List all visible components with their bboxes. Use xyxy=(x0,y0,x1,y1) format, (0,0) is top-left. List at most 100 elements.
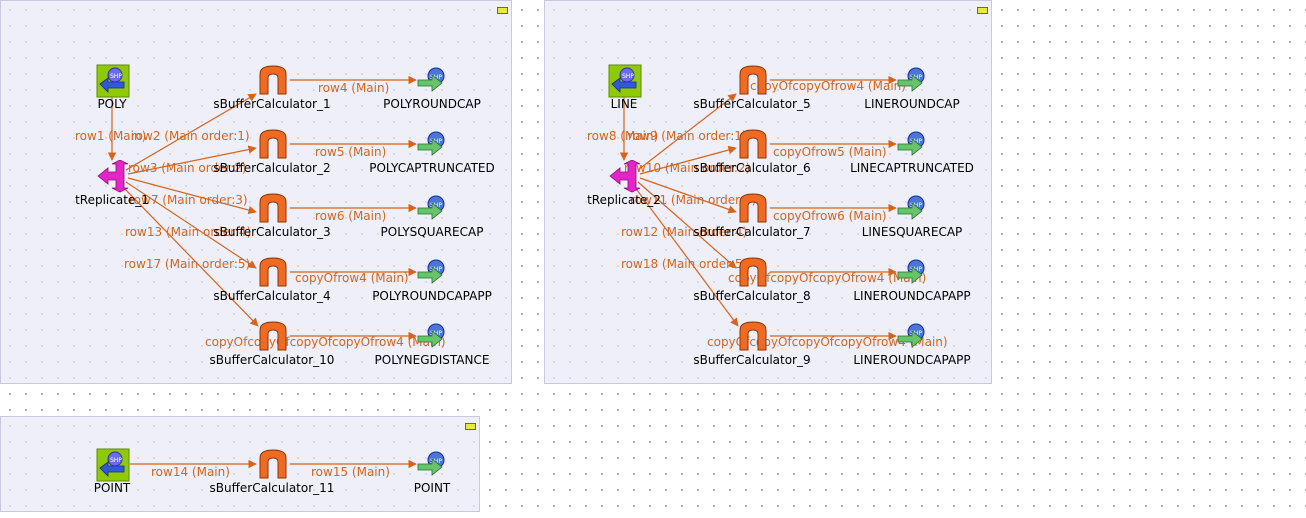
svg-text:SHP: SHP xyxy=(910,266,922,273)
shapefile-output-linecaptruncated[interactable]: SHP xyxy=(896,128,936,168)
buffer-calculator-icon xyxy=(259,449,287,479)
svg-text:SHP: SHP xyxy=(910,74,922,81)
link-row10[interactable] xyxy=(639,145,737,175)
buffer-calculator-icon xyxy=(259,129,287,159)
link-label-copyofcopyofcopyofrow4: copyOfcopyOfcopyOfrow4 (Main) xyxy=(728,271,926,285)
component-label: POLYNEGDISTANCE xyxy=(374,353,490,367)
component-label: sBufferCalculator_2 xyxy=(213,161,331,175)
subjob-line[interactable] xyxy=(544,0,992,384)
link-label-row12: row12 (Main order:4) xyxy=(621,225,747,239)
svg-text:SHP: SHP xyxy=(622,73,634,80)
link-label-deepcopy-row4: copyOfcopyOfcopyOfcopyOfrow4 (Main) xyxy=(205,335,446,349)
link-row7[interactable] xyxy=(127,177,257,215)
replicate-icon xyxy=(609,159,641,193)
component-label: POINT xyxy=(413,481,451,495)
replicate-1[interactable] xyxy=(96,159,136,200)
replicate-2[interactable] xyxy=(608,159,648,200)
shapefile-output-polynegdistance[interactable]: SHP xyxy=(416,320,456,360)
buffer-calculator-7[interactable] xyxy=(736,192,776,232)
link-label-copyofcopyofrow4: copyOfcopyOfrow4 (Main) xyxy=(750,79,906,93)
component-label: tReplicate_2 xyxy=(587,193,661,207)
link-row11[interactable] xyxy=(639,177,737,214)
shapefile-output-lineroundcapapp-2[interactable]: SHP xyxy=(896,320,936,360)
component-label: POLYROUNDCAPAPP xyxy=(372,289,492,303)
link-label-row5: row5 (Main) xyxy=(315,145,386,159)
link-label-row17: row17 (Main order:5) xyxy=(124,257,250,271)
buffer-calculator-3[interactable] xyxy=(256,192,296,232)
buffer-calculator-4[interactable] xyxy=(256,256,296,296)
link-label-row2: row2 (Main order:1) xyxy=(131,129,250,143)
shapefile-output-polysquarecap[interactable]: SHP xyxy=(416,192,456,232)
buffer-calculator-icon xyxy=(739,129,767,159)
buffer-calculator-11[interactable] xyxy=(256,448,296,488)
shapefile-output-icon: SHP xyxy=(897,195,925,220)
component-label: LINEROUNDCAPAPP xyxy=(853,353,971,367)
component-label: LINEROUNDCAPAPP xyxy=(853,289,971,303)
svg-text:SHP: SHP xyxy=(910,138,922,145)
link-row13[interactable] xyxy=(125,181,257,269)
link-label-copyofrow5: copyOfrow5 (Main) xyxy=(773,145,887,159)
shapefile-output-polyroundcapapp[interactable]: SHP xyxy=(416,256,456,296)
shapefile-input-icon: SHP xyxy=(96,448,130,482)
component-label: sBufferCalculator_9 xyxy=(693,353,811,367)
component-label: POLYSQUARECAP xyxy=(380,225,484,239)
link-row2[interactable] xyxy=(125,93,257,171)
link-label-copyofrow6: copyOfrow6 (Main) xyxy=(773,209,887,223)
shapefile-output-linesquarecap[interactable]: SHP xyxy=(896,192,936,232)
svg-text:SHP: SHP xyxy=(430,266,442,273)
svg-text:SHP: SHP xyxy=(430,458,442,465)
link-label-copyofrow4: copyOfrow4 (Main) xyxy=(295,271,409,285)
buffer-calculator-6[interactable] xyxy=(736,128,776,168)
shapefile-output-polycaptruncated[interactable]: SHP xyxy=(416,128,456,168)
shapefile-output-polyroundcap[interactable]: SHP xyxy=(416,64,456,104)
buffer-calculator-2[interactable] xyxy=(256,128,296,168)
shapefile-input-line[interactable]: SHP xyxy=(608,64,648,104)
subjob-line-collapse-button[interactable] xyxy=(977,7,988,14)
svg-text:SHP: SHP xyxy=(430,202,442,209)
buffer-calculator-10[interactable] xyxy=(256,320,296,360)
component-label: LINECAPTRUNCATED xyxy=(850,161,974,175)
subjob-poly-collapse-button[interactable] xyxy=(497,7,508,14)
shapefile-input-poly[interactable]: SHP xyxy=(96,64,136,104)
link-label-row8: row8 (Main) xyxy=(587,129,658,143)
shapefile-output-lineroundcapapp[interactable]: SHP xyxy=(896,256,936,296)
shapefile-output-icon: SHP xyxy=(417,323,445,348)
link-row3[interactable] xyxy=(127,145,257,175)
svg-text:SHP: SHP xyxy=(430,74,442,81)
shapefile-output-lineroundcap[interactable]: SHP xyxy=(896,64,936,104)
link-row18[interactable] xyxy=(633,185,739,327)
svg-text:SHP: SHP xyxy=(110,457,122,464)
component-label: sBufferCalculator_8 xyxy=(693,289,811,303)
buffer-calculator-8[interactable] xyxy=(736,256,776,296)
link-row17[interactable] xyxy=(121,185,259,327)
svg-text:SHP: SHP xyxy=(430,138,442,145)
link-label-row6: row6 (Main) xyxy=(315,209,386,223)
component-label: sBufferCalculator_4 xyxy=(213,289,331,303)
link-row9[interactable] xyxy=(637,93,737,171)
buffer-calculator-9[interactable] xyxy=(736,320,776,360)
buffer-calculator-icon xyxy=(259,193,287,223)
svg-text:SHP: SHP xyxy=(910,330,922,337)
shapefile-output-point[interactable]: SHP xyxy=(416,448,456,488)
subjob-point-collapse-button[interactable] xyxy=(465,423,476,430)
link-row12[interactable] xyxy=(637,181,737,269)
svg-text:SHP: SHP xyxy=(430,330,442,337)
link-label-row15: row15 (Main) xyxy=(311,465,390,479)
component-label: POLYROUNDCAP xyxy=(383,97,481,111)
component-label: LINE xyxy=(610,97,638,111)
buffer-calculator-icon xyxy=(739,193,767,223)
component-label: POINT xyxy=(93,481,131,495)
shapefile-input-point[interactable]: SHP xyxy=(96,448,136,488)
svg-text:SHP: SHP xyxy=(110,73,122,80)
shapefile-output-icon: SHP xyxy=(897,131,925,156)
subjob-line-connections: row8 (Main) row9 (Main order:1) row10 (M… xyxy=(587,75,948,349)
buffer-calculator-1[interactable] xyxy=(256,64,296,104)
link-label-row14: row14 (Main) xyxy=(151,465,230,479)
buffer-calculator-5[interactable] xyxy=(736,64,776,104)
shapefile-input-icon: SHP xyxy=(608,64,642,98)
subjob-point-connections: row14 (Main) row15 (Main) xyxy=(130,459,417,479)
link-label-row3: row3 (Main order:2) xyxy=(128,161,247,175)
link-label-row11: row11 (Main order:3) xyxy=(630,193,756,207)
